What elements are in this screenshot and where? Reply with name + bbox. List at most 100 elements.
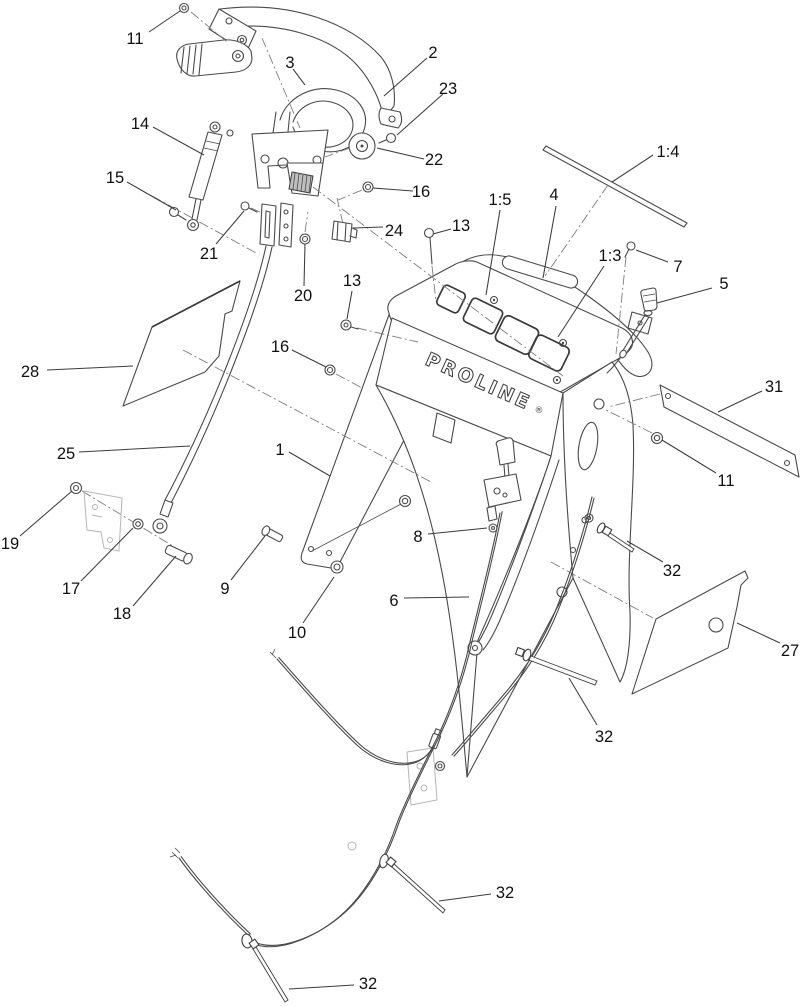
- hole-strap: [278, 202, 294, 248]
- cable-tie-1: [596, 522, 635, 553]
- callout-23: 23: [439, 80, 457, 98]
- leader-line-2: [383, 57, 428, 97]
- callout-13-mid: 13: [343, 272, 361, 290]
- leader-line-32-b: [568, 677, 598, 726]
- bolt-23: [378, 132, 397, 144]
- side-plate: [562, 361, 635, 683]
- leader-line-20: [303, 243, 306, 287]
- rod-25: [164, 245, 267, 501]
- callout-16-mid: 16: [271, 338, 289, 356]
- shift-rod-5: [606, 287, 658, 374]
- loose-cable: [269, 648, 436, 766]
- callout-21: 21: [200, 245, 218, 263]
- callout-22: 22: [425, 151, 443, 169]
- leader-line-13-upper: [432, 228, 452, 235]
- bushing-17: [132, 518, 144, 530]
- leader-line-17: [80, 527, 134, 582]
- bolt-21: [240, 201, 258, 213]
- callout-24: 24: [385, 222, 403, 240]
- leader-line-21: [215, 210, 245, 245]
- callout-8: 8: [413, 528, 422, 546]
- callout-1-4: 1:4: [657, 143, 680, 161]
- leader-line-18: [132, 555, 177, 607]
- callout-6: 6: [389, 592, 398, 610]
- pivot-bracket-faint: [83, 490, 123, 552]
- leader-line-5: [656, 287, 713, 304]
- right-cable: [451, 496, 595, 757]
- leader-line-24: [352, 226, 384, 229]
- leader-line-13-mid: [346, 290, 353, 320]
- leader-line-16-upper: [372, 187, 414, 192]
- callout-25: 25: [57, 445, 75, 463]
- cables: [169, 496, 595, 948]
- callout-31: 31: [765, 378, 783, 396]
- gas-spring: [186, 121, 234, 232]
- leader-line-1-5: [485, 209, 501, 296]
- cable-tie-4: [241, 933, 289, 1003]
- callout-11-right: 11: [717, 472, 734, 490]
- mount-bracket: [251, 129, 329, 189]
- callout-1-5: 1:5: [489, 191, 512, 209]
- nut-cable: [434, 760, 446, 772]
- cable-bracket-faint: [347, 747, 438, 851]
- callout-17: 17: [62, 580, 80, 598]
- callout-9: 9: [220, 580, 229, 598]
- callout-3: 3: [285, 54, 294, 72]
- callout-27: 27: [781, 642, 799, 660]
- callout-32-b: 32: [595, 728, 613, 746]
- cable-ties: [241, 522, 635, 1003]
- callout-32-a: 32: [663, 562, 681, 580]
- slotted-strap: [259, 203, 277, 247]
- screw-13-upper: [423, 227, 435, 265]
- callout-7: 7: [673, 258, 682, 276]
- leader-line-31: [717, 390, 763, 413]
- callout-16-upper: 16: [412, 183, 430, 201]
- leader-line-28: [46, 365, 134, 371]
- cable-tie-2: [514, 646, 598, 686]
- panel-27: [631, 570, 749, 695]
- leader-line-1-3: [557, 265, 605, 338]
- nut-16-mid: [324, 364, 336, 376]
- registered-mark: ®: [535, 406, 544, 416]
- leader-lines: [19, 10, 781, 990]
- leader-line-19: [19, 490, 73, 537]
- leader-line-22: [376, 147, 425, 160]
- leader-line-11-right: [661, 439, 717, 474]
- screw-9: [261, 525, 284, 543]
- callout-11-top: 11: [126, 30, 143, 48]
- callout-2: 2: [428, 44, 437, 62]
- console-assembly: PROLINE ®: [375, 254, 653, 778]
- leader-line-25: [78, 445, 191, 453]
- callout-1-3: 1:3: [599, 247, 622, 265]
- leader-line-15: [126, 181, 177, 211]
- handlebar-tube: [219, 6, 395, 120]
- needle-rod: [542, 145, 688, 228]
- leader-line-10: [302, 576, 335, 624]
- callout-14: 14: [131, 115, 149, 133]
- throttle-control: [483, 437, 522, 522]
- callout-18: 18: [113, 605, 131, 623]
- nut-11-right: [650, 431, 664, 445]
- panel-31: [659, 384, 800, 478]
- callout-20: 20: [294, 287, 312, 305]
- loop-grip: [501, 255, 579, 289]
- cable-tie-3: [379, 853, 446, 914]
- callout-13-upper: 13: [452, 217, 470, 235]
- leader-line-6: [403, 596, 470, 599]
- leader-line-11-top: [148, 10, 181, 33]
- screw-13-mid: [340, 319, 359, 331]
- callout-19: 19: [1, 535, 19, 553]
- latch-pad: [288, 171, 314, 194]
- leader-line-32-d: [288, 984, 355, 990]
- callout-10: 10: [288, 624, 306, 642]
- nut-19: [69, 481, 83, 495]
- callout-28: 28: [21, 363, 39, 381]
- leader-line-16-mid: [291, 349, 327, 368]
- leader-line-1: [288, 451, 331, 477]
- callout-32-c: 32: [496, 884, 514, 902]
- handlebar-assembly: [152, 6, 403, 534]
- bolt-11-top: [178, 2, 190, 14]
